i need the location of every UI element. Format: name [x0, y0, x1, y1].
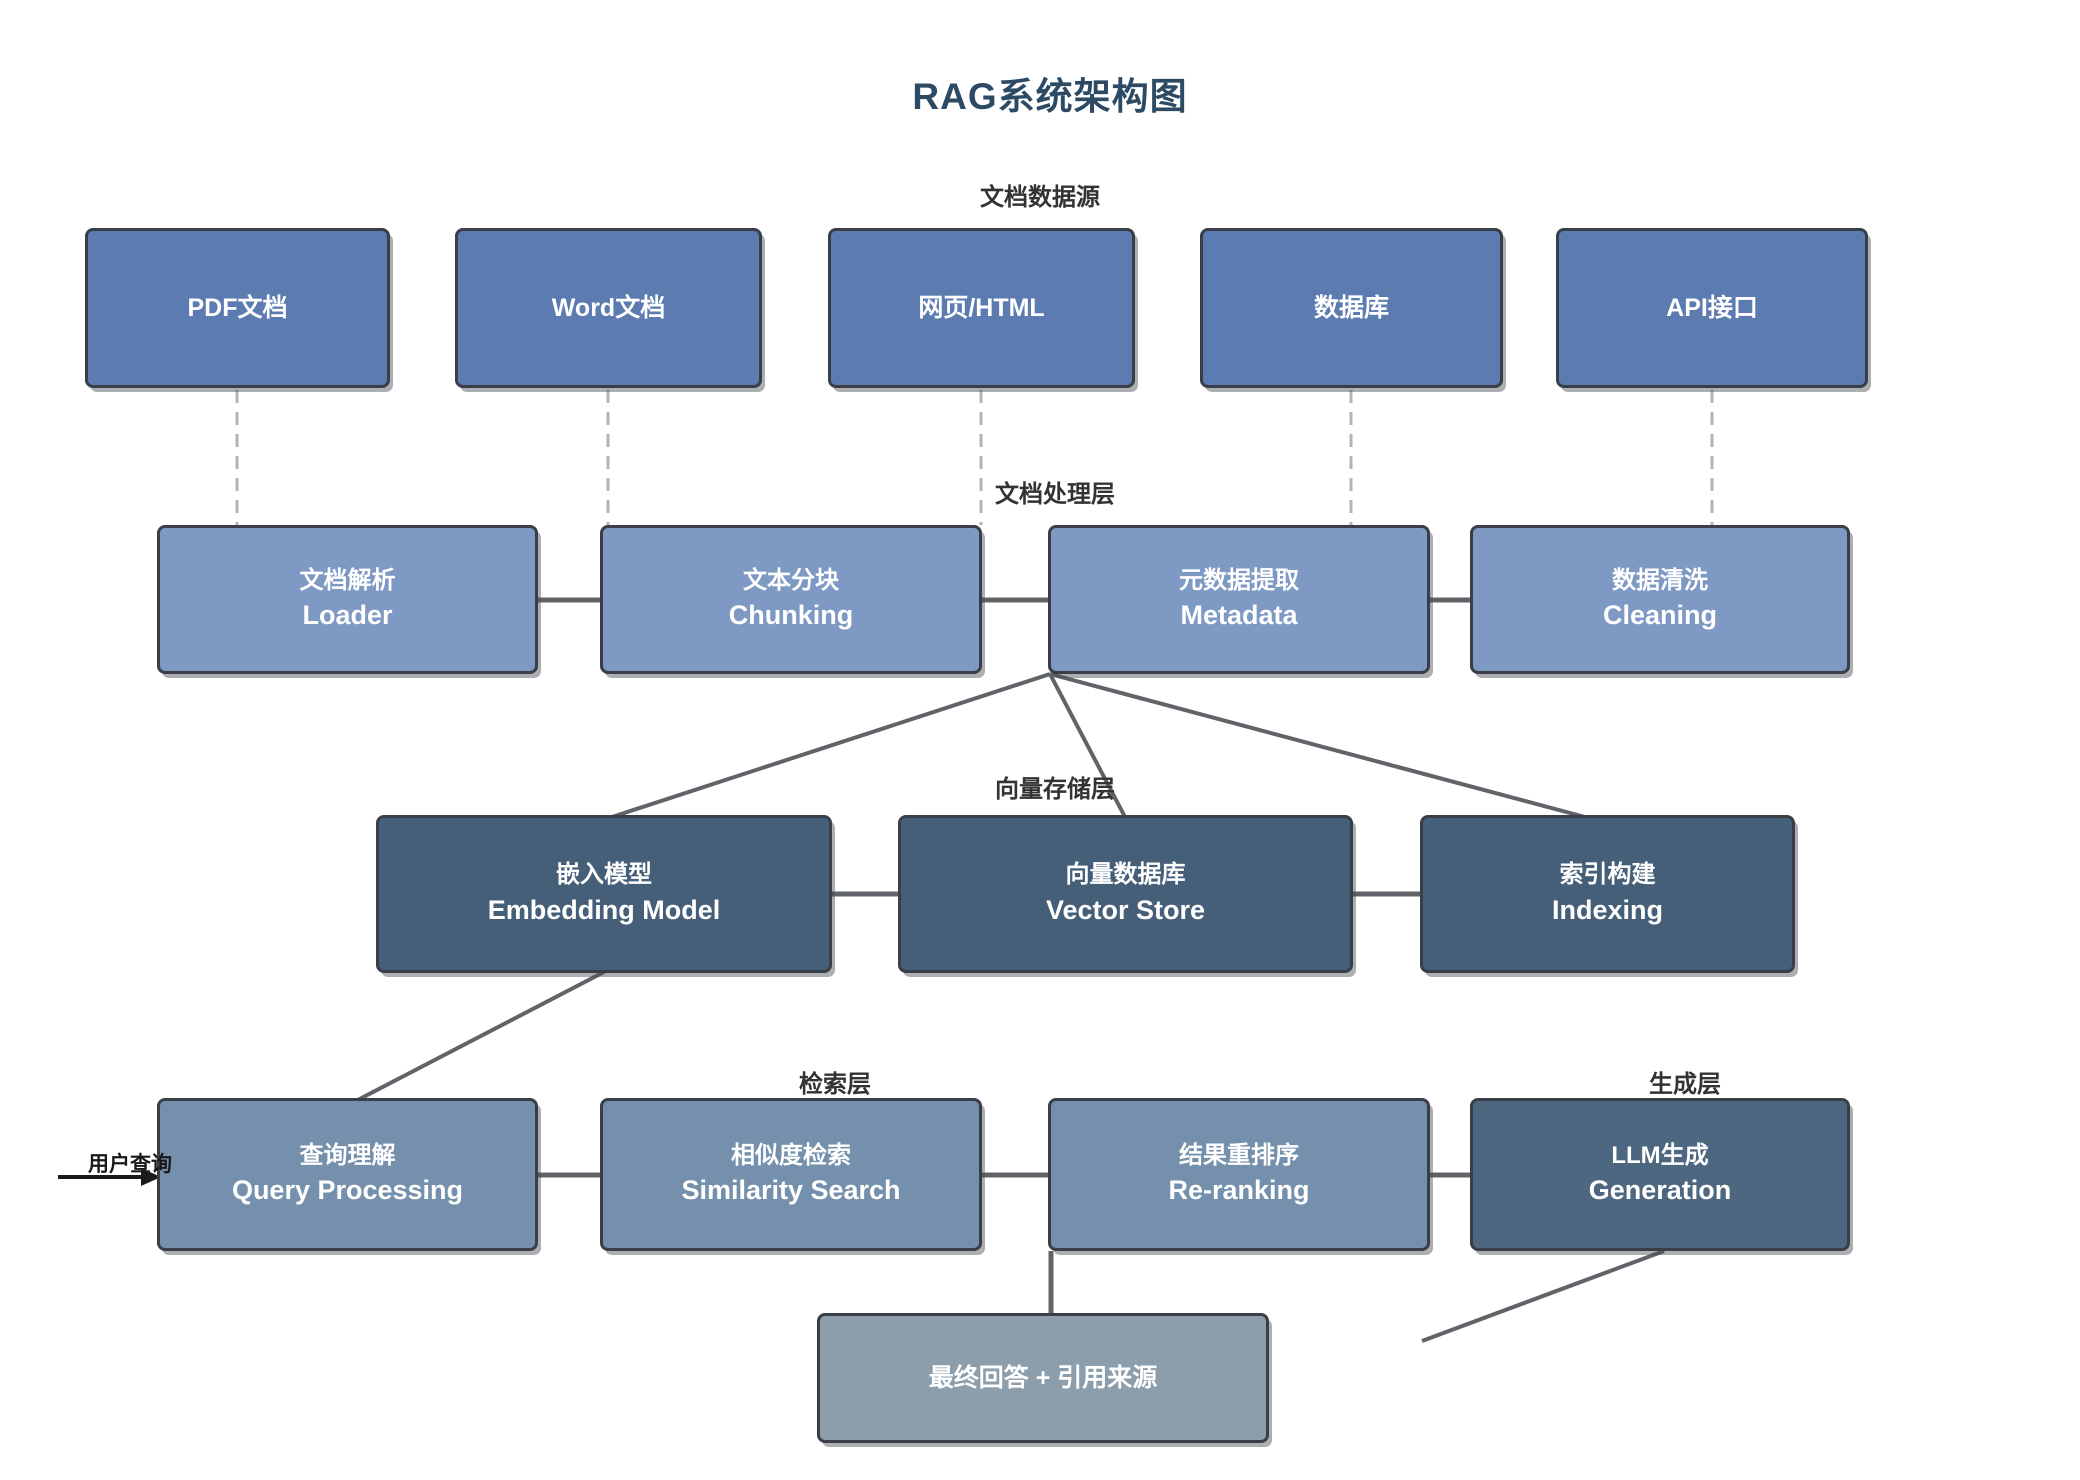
node-label-zh: 嵌入模型 [556, 861, 652, 889]
link-metadata-indexing [1049, 672, 1601, 823]
node-word: Word文档 [455, 228, 762, 388]
node-label-en: Vector Store [1045, 894, 1206, 925]
node-label-en: Embedding Model [487, 894, 721, 925]
node-label-zh: 文本分块 [743, 566, 839, 594]
node-label-zh: 元数据提取 [1179, 566, 1299, 594]
node-cleaning: 数据清洗 Cleaning [1470, 525, 1850, 674]
node-llm-generation: LLM生成 Generation [1470, 1098, 1850, 1251]
node-embedding-model: 嵌入模型 Embedding Model [376, 815, 832, 973]
node-label-zh: 索引构建 [1559, 861, 1656, 889]
node-label-en: Chunking [728, 600, 854, 631]
node-vector-store: 向量数据库 Vector Store [898, 815, 1353, 973]
node-chunking: 文本分块 Chunking [600, 525, 982, 674]
section-label-sources: 文档数据源 [980, 184, 1100, 211]
node-label-en: Query Processing [231, 1175, 464, 1206]
node-label: PDF文档 [187, 293, 288, 322]
section-label-generation: 生成层 [1649, 1071, 1721, 1098]
node-label-en: Re-ranking [1168, 1175, 1310, 1206]
node-label-zh: LLM生成 [1611, 1141, 1709, 1169]
dashed-connectors [235, 390, 1714, 525]
node-metadata: 元数据提取 Metadata [1048, 525, 1430, 674]
node-label-zh: 查询理解 [299, 1141, 396, 1169]
section-label-vector: 向量存储层 [995, 776, 1115, 803]
node-label: 最终回答 + 引用来源 [928, 1363, 1158, 1392]
node-re-ranking: 结果重排序 Re-ranking [1048, 1098, 1430, 1251]
node-label-en: Generation [1588, 1175, 1732, 1206]
node-label-zh: 向量数据库 [1065, 861, 1186, 889]
link-metadata-embedding [611, 672, 1051, 819]
node-label: 数据库 [1313, 293, 1389, 322]
page-title: RAG系统架构图 [912, 76, 1188, 117]
node-label-en: Similarity Search [681, 1175, 901, 1206]
node-query-processing: 查询理解 Query Processing [157, 1098, 538, 1251]
node-label-zh: 文档解析 [299, 566, 396, 594]
node-similarity-search: 相似度检索 Similarity Search [600, 1098, 982, 1251]
node-indexing: 索引构建 Indexing [1420, 815, 1795, 973]
node-pdf: PDF文档 [85, 228, 390, 388]
node-api: API接口 [1556, 228, 1868, 388]
node-final-answer: 最终回答 + 引用来源 [817, 1313, 1269, 1443]
node-label: API接口 [1666, 293, 1758, 322]
section-label-processing: 文档处理层 [995, 481, 1115, 508]
node-label: 网页/HTML [918, 293, 1045, 322]
node-database: 数据库 [1200, 228, 1503, 388]
node-label-zh: 相似度检索 [731, 1141, 851, 1169]
node-label-zh: 数据清洗 [1612, 566, 1708, 594]
node-label-en: Metadata [1180, 600, 1298, 631]
node-label-zh: 结果重排序 [1179, 1141, 1299, 1169]
section-label-retrieval: 检索层 [799, 1071, 871, 1098]
node-label-en: Indexing [1551, 894, 1663, 925]
link-generation-final [1421, 1249, 1665, 1343]
node-web-html: 网页/HTML [828, 228, 1135, 388]
node-label-en: Loader [302, 600, 393, 631]
node-label: Word文档 [551, 293, 666, 322]
user-query-label: 用户查询 [88, 1153, 172, 1176]
node-label-en: Cleaning [1602, 600, 1717, 631]
link-embedding-query [349, 970, 605, 1106]
node-loader: 文档解析 Loader [157, 525, 538, 674]
